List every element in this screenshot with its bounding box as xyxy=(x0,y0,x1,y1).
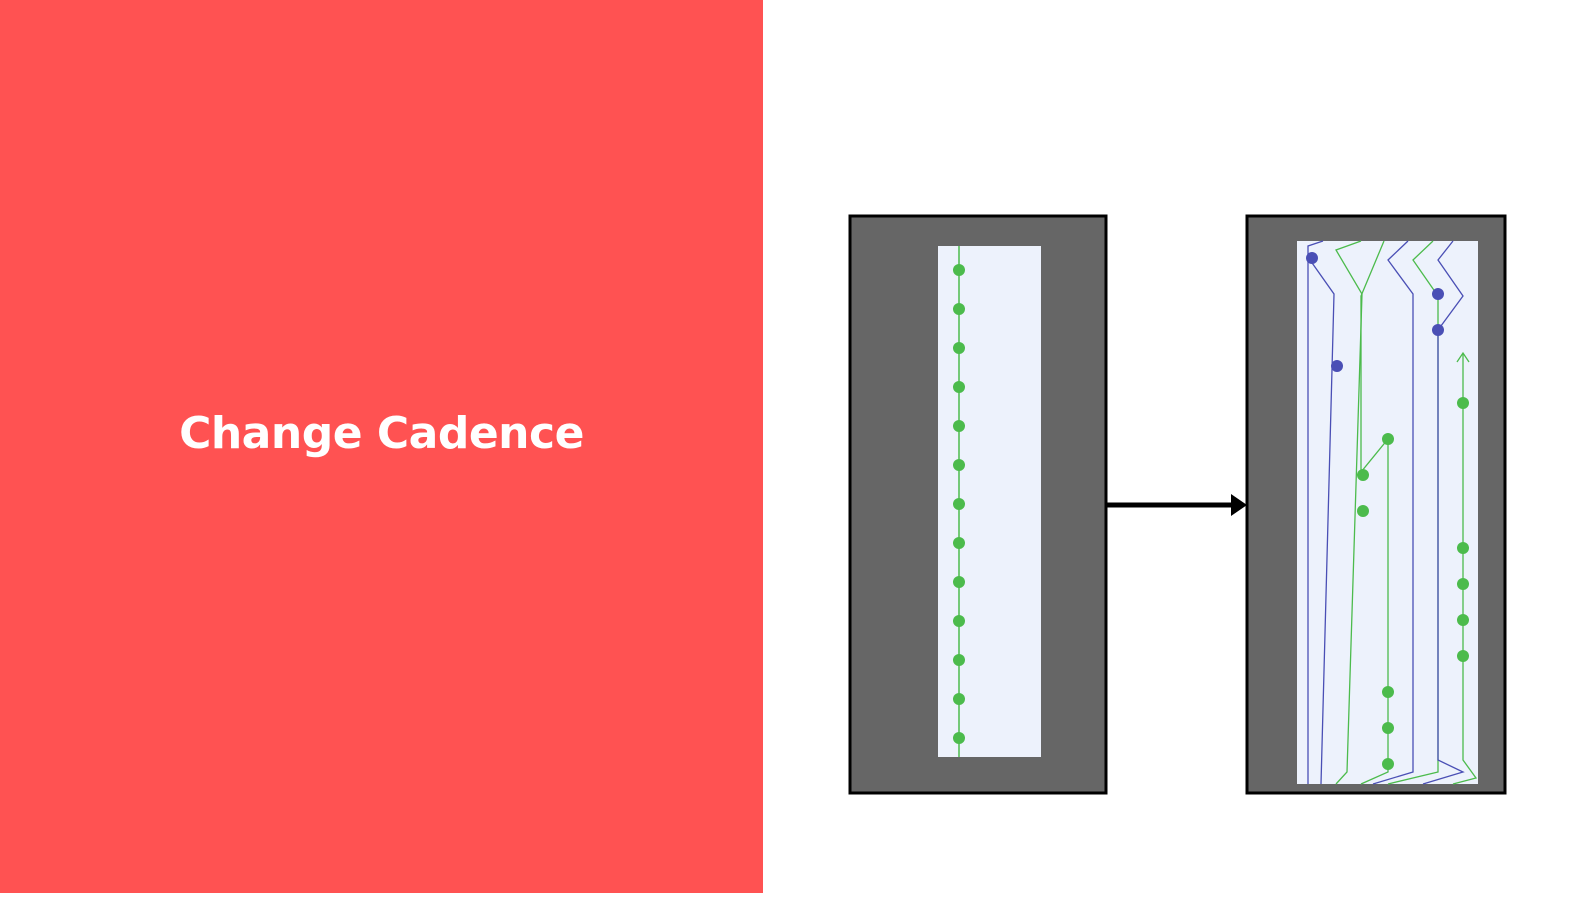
commit-dot xyxy=(1457,542,1469,554)
single-branch-commit-graph xyxy=(953,246,965,757)
slide-title: Change Cadence xyxy=(179,408,584,459)
commit-dot xyxy=(1357,505,1369,517)
right-arrow-icon xyxy=(1231,494,1247,516)
multi-branch-commit-graph xyxy=(1306,240,1478,785)
commit-dot xyxy=(953,264,965,276)
commit-dot xyxy=(953,420,965,432)
commit-dot xyxy=(1357,469,1369,481)
commit-dot xyxy=(953,459,965,471)
commit-dot xyxy=(1382,758,1394,770)
cadence-diagram xyxy=(763,0,1587,893)
commit-dot xyxy=(953,693,965,705)
commit-dot xyxy=(953,654,965,666)
branch-line xyxy=(1360,240,1389,785)
commit-dot xyxy=(1457,614,1469,626)
commit-dot xyxy=(1382,722,1394,734)
commit-dot xyxy=(953,303,965,315)
commit-dot xyxy=(1382,686,1394,698)
commit-dot xyxy=(1457,578,1469,590)
commit-dot xyxy=(1382,433,1394,445)
commit-dot xyxy=(953,576,965,588)
before-graph-area xyxy=(938,246,1041,757)
commit-dot xyxy=(1457,650,1469,662)
commit-dot xyxy=(1331,360,1343,372)
commit-dot xyxy=(1432,324,1444,336)
commit-dot xyxy=(953,615,965,627)
branch-line xyxy=(1309,259,1335,785)
branch-line xyxy=(1307,240,1324,784)
commit-dot xyxy=(953,381,965,393)
after-frame xyxy=(1245,214,1507,795)
commit-dot xyxy=(953,342,965,354)
commit-dot xyxy=(953,537,965,549)
commit-dot xyxy=(953,498,965,510)
branch-line xyxy=(1372,240,1414,785)
title-panel: Change Cadence xyxy=(0,0,763,893)
commit-dot xyxy=(953,732,965,744)
branch-line xyxy=(1452,354,1478,785)
branch-arrow xyxy=(1456,351,1470,363)
commit-dot xyxy=(1432,288,1444,300)
before-frame xyxy=(848,214,1108,795)
commit-dot xyxy=(1457,397,1469,409)
commit-dot xyxy=(1306,252,1318,264)
diagram-svg xyxy=(848,214,1507,795)
